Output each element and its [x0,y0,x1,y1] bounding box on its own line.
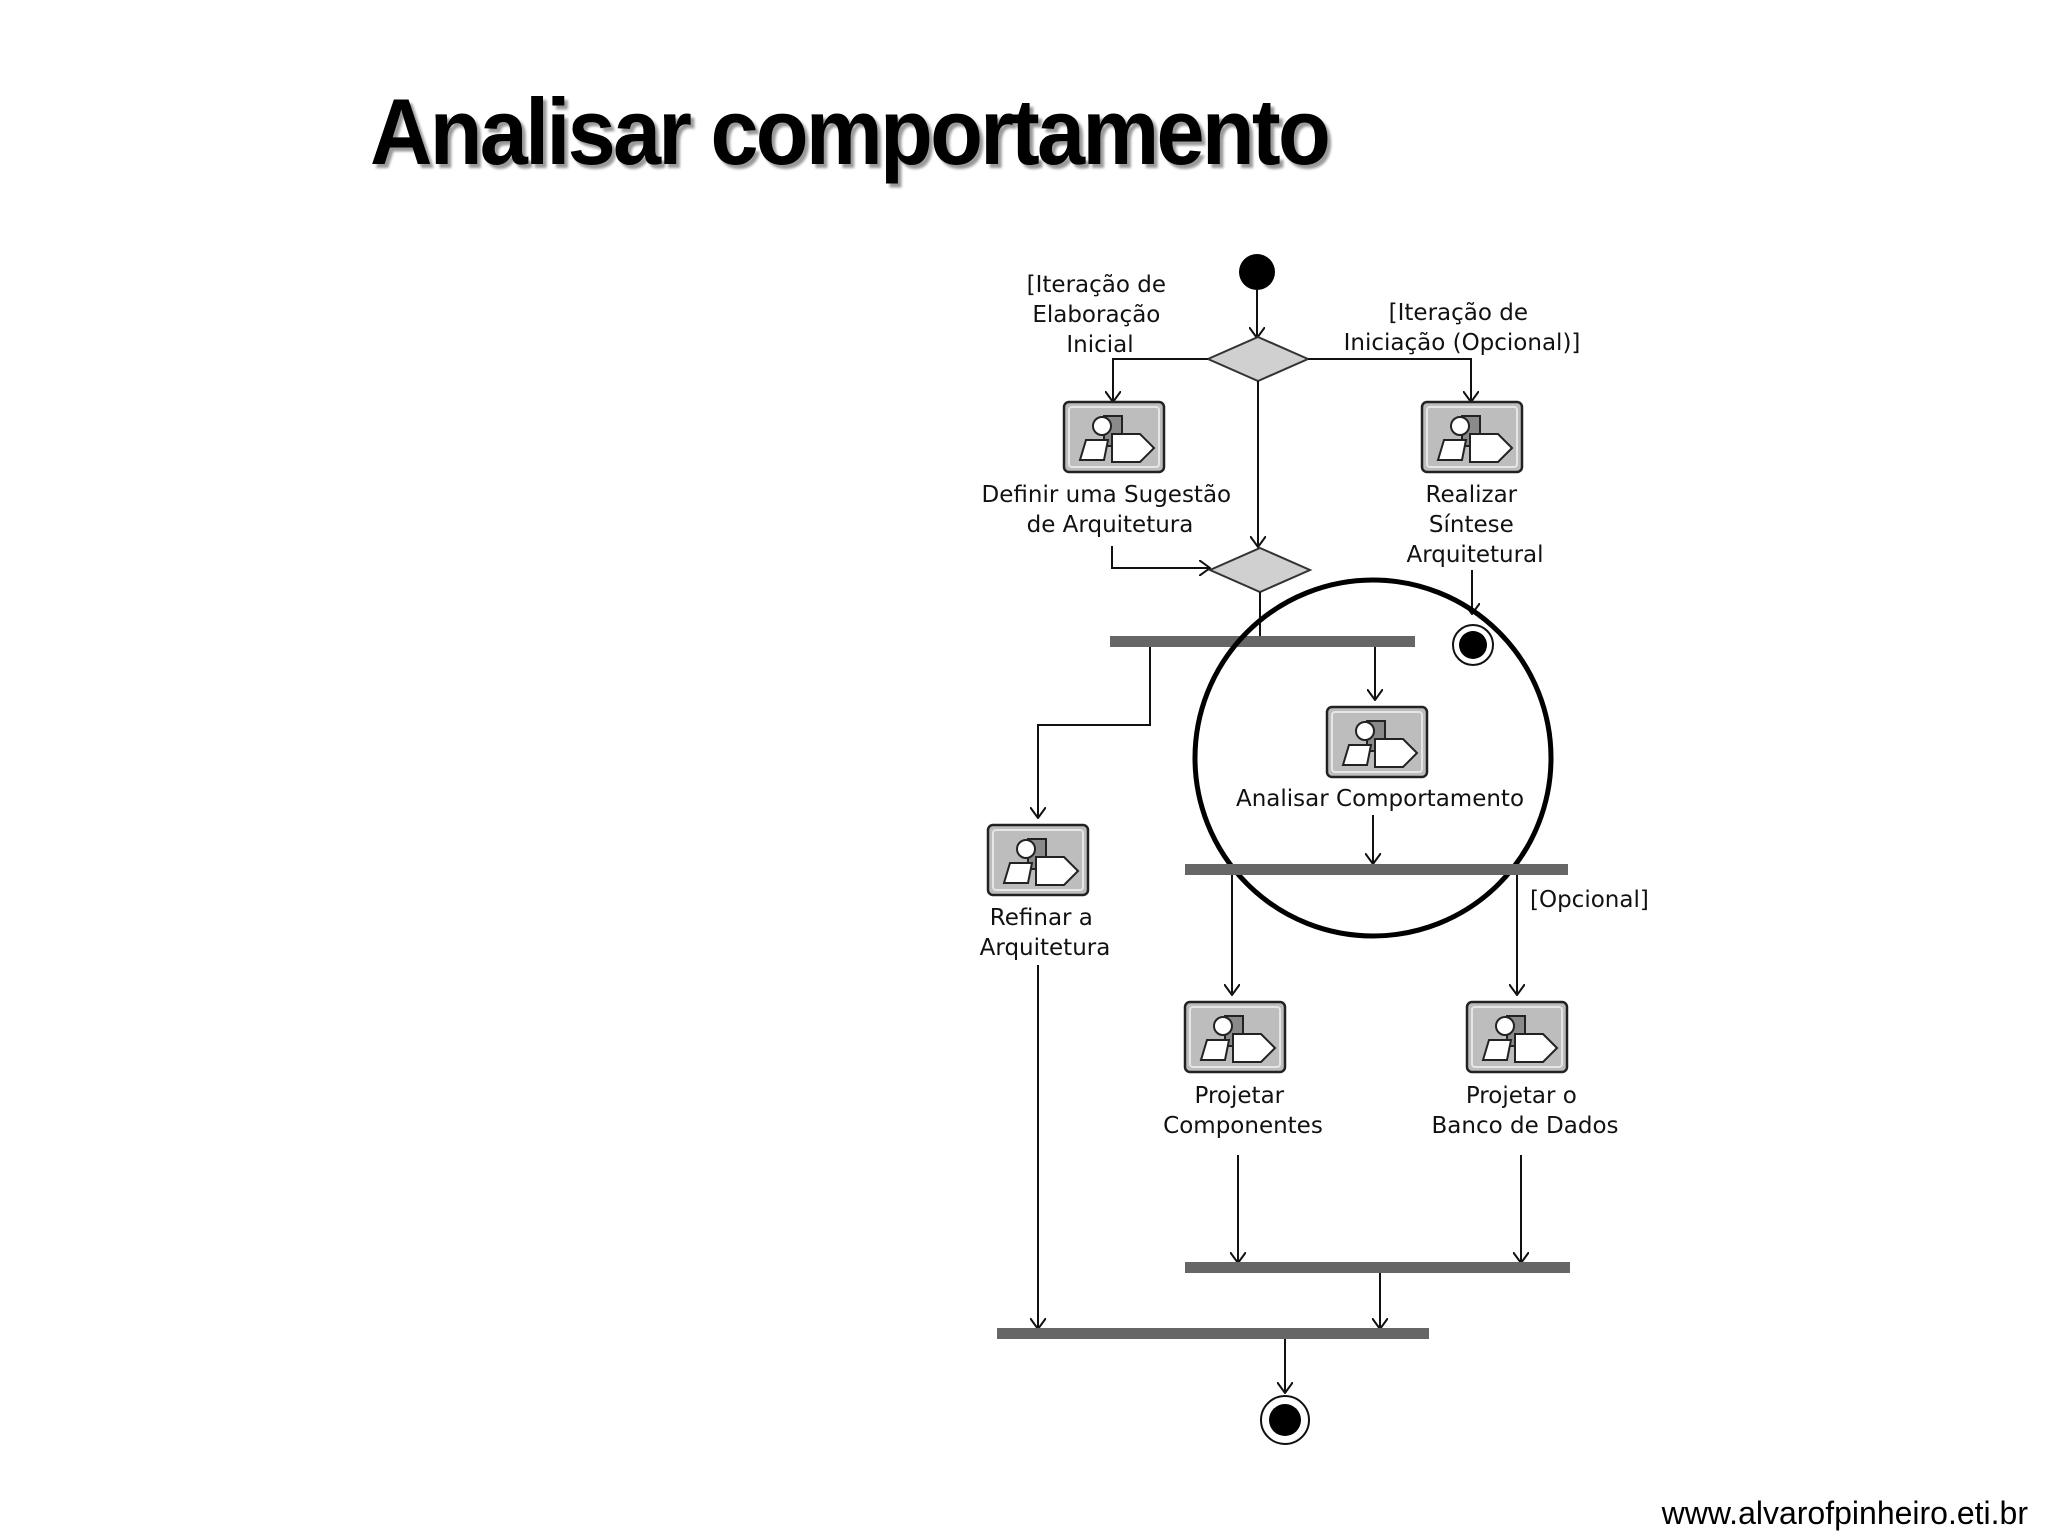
fork-bar-1 [1110,636,1415,647]
edge-define-to-merge [1111,546,1210,568]
svg-text:Analisar Comportamento: Analisar Comportamento [1236,786,1524,812]
join-bar-4 [997,1328,1429,1339]
slide-title: Analisar comportamento [370,79,1331,184]
edge-decision-to-define [1113,358,1208,402]
guard-optional: [Opcional] [1530,887,1649,913]
initial-node [1239,254,1275,290]
svg-text:Realizar Síntese A: Realizar Síntese Arquitetural [1406,482,1543,568]
activity-final-node-bottom [1260,1395,1310,1445]
guard-inception: [Iteração de Iniciação (Opcional)] [1344,300,1581,356]
footer-url: www.alvarofpinheiro.eti.br [1661,1495,2028,1531]
activity-define-architecture: Definir uma Sugestão de Arquitetura [982,400,1239,538]
highlight-circle [1192,577,1554,939]
activity-architectural-synthesis: Realizar Síntese Arquitetural [1406,400,1544,568]
activity-analyze-behavior: Analisar Comportamento [1236,705,1524,812]
svg-text:Projetar Componentes: Projetar Componentes [1163,1083,1323,1139]
edge-fork-to-refine [1038,647,1151,818]
svg-text:Definir uma Sugestão de: Definir uma Sugestão de Arquitetura [982,482,1239,538]
fork-bar-2 [1185,864,1568,875]
svg-text:Refinar a Arquitetura: Refinar a Arquitetura [980,905,1111,961]
activity-design-components: Projetar Componentes [1163,1000,1323,1139]
activity-refine-architecture: Refinar a Arquitetura [980,823,1111,961]
activity-final-node-upper [1452,624,1494,666]
decision-node [1205,335,1311,383]
join-bar-3 [1185,1262,1570,1273]
guard-elaboration: [Iteração de Elaboração Inicial [1027,272,1174,358]
merge-node [1207,546,1313,594]
edge-decision-to-synthesis [1308,358,1471,402]
svg-text:Projetar o Banco de Dado: Projetar o Banco de Dados [1432,1083,1619,1139]
activity-design-database: Projetar o Banco de Dados [1432,1000,1619,1139]
